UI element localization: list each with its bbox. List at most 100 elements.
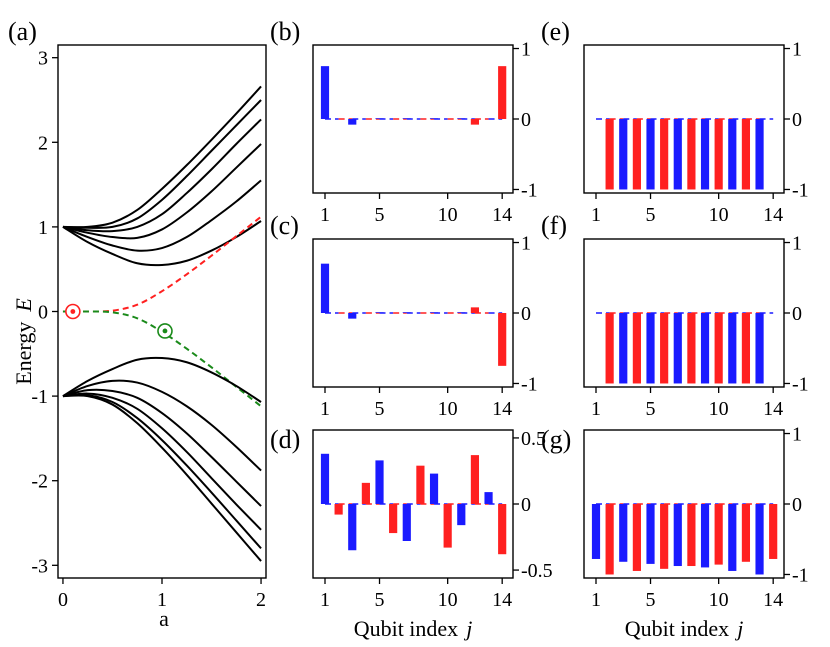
bar-qubit-10 [714, 504, 723, 565]
y-tick-label: 0.5 [521, 428, 546, 450]
bar-qubit-13 [484, 492, 493, 504]
y-tick-label: 0 [792, 109, 802, 131]
bar-qubit-8 [687, 313, 696, 384]
bar-qubit-10 [714, 313, 723, 384]
energy-level-curve-0 [62, 85, 262, 229]
x-tick-label: 14 [492, 398, 512, 420]
state-marker-dot-0 [70, 309, 76, 314]
bar-qubit-9 [700, 504, 710, 568]
bar-qubit-2 [605, 504, 614, 575]
bar-qubit-1 [320, 263, 330, 313]
bar-qubit-10 [443, 504, 452, 548]
x-tick-label: 10 [438, 204, 458, 226]
y-tick-label: -1 [792, 373, 809, 395]
y-tick-label: -1 [792, 564, 809, 586]
x-axis-title-text: Qubit index [354, 616, 459, 641]
panel-label-c: (c) [270, 211, 299, 240]
y-tick-label: -1 [521, 373, 538, 395]
bar-qubit-12 [741, 313, 751, 384]
bar-qubit-8 [687, 119, 696, 190]
y-tick-label: -3 [31, 555, 48, 577]
bar-qubit-5 [646, 119, 655, 190]
y-tick-label: -2 [31, 471, 48, 493]
bar-qubit-3 [619, 504, 628, 562]
energy-level-curve-1 [62, 99, 262, 229]
energy-level-curve-10 [62, 388, 262, 507]
panel-label-f: (f) [541, 211, 567, 240]
bar-qubit-9 [700, 119, 710, 190]
energy-level-curve-4 [62, 179, 262, 252]
bar-qubit-11 [457, 312, 466, 313]
plot-frame [57, 44, 267, 579]
panel-label-d: (d) [270, 425, 300, 454]
bar-qubit-5 [646, 504, 655, 564]
bar-qubit-7 [402, 312, 411, 313]
energy-level-curve-13 [62, 394, 262, 562]
y-tick-label: 2 [38, 132, 48, 154]
bar-qubit-3 [348, 119, 357, 125]
x-axis-title-symbol: j [463, 616, 472, 641]
y-tick-label: 1 [521, 39, 531, 61]
x-tick-label: 1 [320, 589, 330, 611]
y-tick-label: -1 [792, 179, 809, 201]
x-tick-label: 1 [591, 204, 601, 226]
x-tick-label: 5 [646, 589, 656, 611]
y-axis-title: EnergyE [11, 298, 36, 385]
bar-qubit-9 [429, 312, 439, 313]
bar-qubit-9 [429, 473, 439, 504]
panel-label-a: (a) [8, 17, 37, 46]
bar-qubit-12 [470, 119, 480, 125]
x-tick-label: 14 [763, 398, 783, 420]
bar-qubit-1 [320, 453, 330, 504]
y-tick-label: 1 [521, 233, 531, 255]
bar-qubit-7 [673, 119, 682, 190]
bar-qubit-2 [334, 504, 343, 515]
bar-qubit-8 [416, 465, 425, 504]
bar-qubit-7 [673, 313, 682, 384]
energy-level-curve-8 [62, 356, 262, 403]
energy-level-curve-3 [62, 143, 262, 240]
y-tick-label: 0 [792, 494, 802, 516]
x-tick-label: 1 [320, 398, 330, 420]
bar-qubit-12 [470, 307, 480, 313]
x-tick-label: 10 [438, 398, 458, 420]
energy-level-curve-11 [62, 392, 262, 531]
bar-qubit-9 [700, 313, 710, 384]
y-tick-label: 0 [38, 302, 48, 324]
bar-qubit-3 [619, 313, 628, 384]
x-tick-label: 10 [438, 589, 458, 611]
x-tick-label: 14 [492, 589, 512, 611]
x-tick-label: 1 [591, 398, 601, 420]
bar-qubit-11 [728, 504, 737, 571]
bar-qubit-9 [429, 118, 439, 119]
bar-qubit-3 [348, 504, 357, 551]
x-tick-label: 14 [763, 204, 783, 226]
y-tick-label: 1 [38, 217, 48, 239]
y-tick-label: 0 [792, 303, 802, 325]
bar-qubit-12 [741, 504, 751, 562]
y-axis-title-symbol: E [11, 298, 36, 313]
bar-qubit-5 [375, 312, 384, 313]
x-tick-label: 2 [256, 589, 266, 611]
x-tick-label: 1 [591, 589, 601, 611]
bar-qubit-14 [498, 66, 507, 119]
x-axis-title: a [159, 606, 169, 631]
y-tick-label: 0 [521, 494, 531, 516]
x-tick-label: 5 [375, 204, 385, 226]
y-tick-label: -1 [521, 179, 538, 201]
x-tick-label: 14 [492, 204, 512, 226]
state-marker-dot-1 [162, 328, 168, 334]
bar-qubit-6 [660, 313, 669, 384]
y-tick-label: 0 [521, 303, 531, 325]
x-tick-label: 1 [320, 204, 330, 226]
bar-qubit-6 [660, 119, 669, 190]
bar-qubit-1 [320, 66, 330, 119]
bar-qubit-6 [660, 504, 669, 569]
y-tick-label: -0.5 [521, 560, 553, 582]
